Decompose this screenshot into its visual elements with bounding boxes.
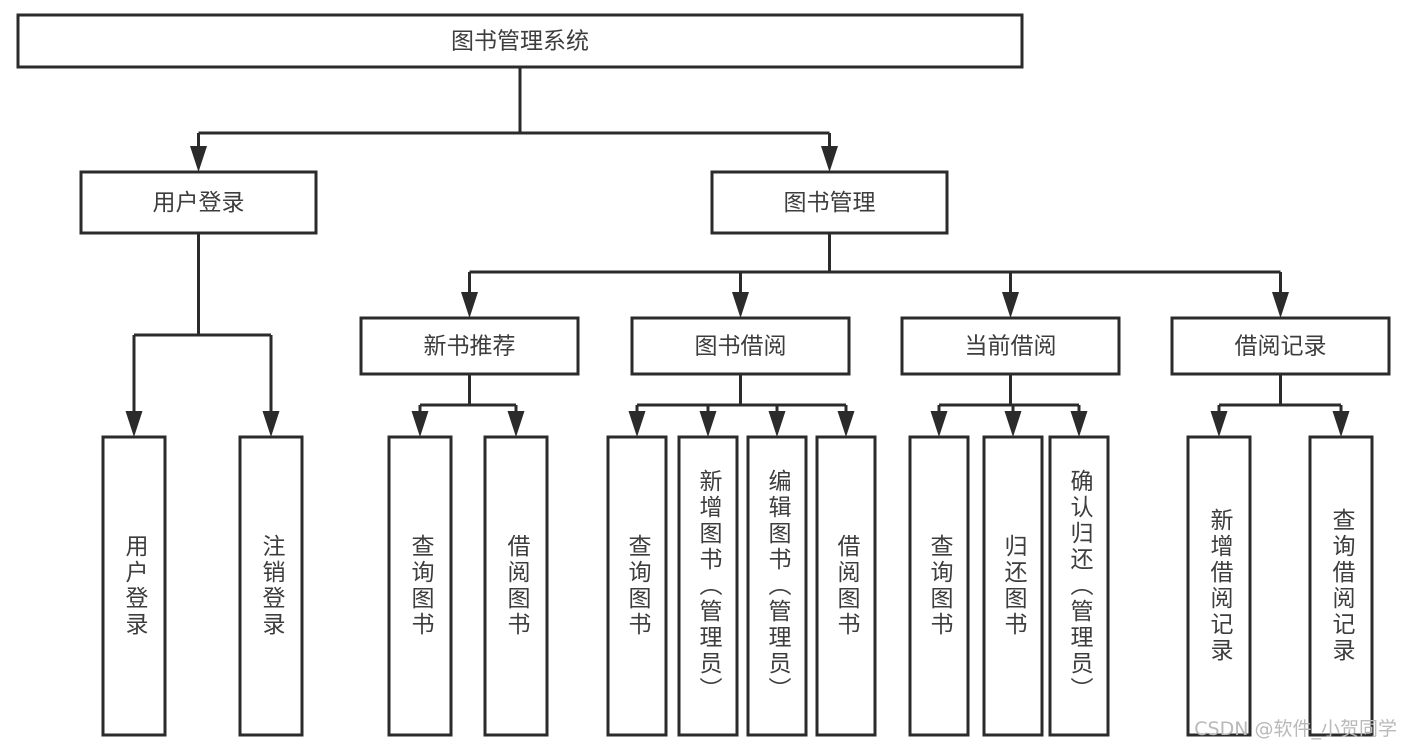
node-l-bor-1[interactable]: 查询图书 (606, 435, 668, 737)
node-label-l-rec-1: 新增借阅记录 (1206, 508, 1234, 664)
node-l-login-1[interactable]: 用户登录 (101, 435, 167, 737)
node-box-current (900, 316, 1121, 376)
node-label-l-bor-1: 查询图书 (624, 534, 652, 638)
arrow-head-newbook (461, 292, 478, 318)
arrow-head-l-new-2 (507, 411, 525, 437)
node-box-login (79, 170, 318, 235)
arrow-head-l-bor-3 (768, 411, 786, 437)
node-l-cur-2[interactable]: 归还图书 (982, 435, 1044, 737)
node-label-l-bor-3: 编辑图书（管理员） (764, 469, 792, 703)
arrow-head-current (1002, 292, 1019, 318)
node-l-new-1[interactable]: 查询图书 (387, 435, 453, 737)
node-label-l-bor-4: 借阅图书 (833, 534, 861, 638)
node-label-current: 当前借阅 (965, 334, 1057, 360)
arrow-head-bookmgmt (821, 146, 838, 172)
node-box-records (1170, 316, 1391, 376)
node-newbook[interactable]: 新书推荐 (359, 316, 580, 376)
node-label-records: 借阅记录 (1235, 334, 1327, 360)
node-box-newbook (359, 316, 580, 376)
node-box-l-bor-1 (606, 435, 668, 737)
node-bookmgmt[interactable]: 图书管理 (710, 170, 949, 235)
node-label-l-cur-3: 确认归还（管理员） (1066, 469, 1094, 703)
arrow-head-l-cur-1 (930, 411, 948, 437)
node-label-l-login-1: 用户登录 (121, 534, 149, 638)
arrow-head-l-bor-2 (699, 411, 717, 437)
node-box-l-bor-4 (815, 435, 877, 737)
node-box-root (16, 13, 1024, 69)
node-box-borrow (630, 316, 851, 376)
arrow-head-l-new-1 (411, 411, 429, 437)
arrow-head-l-cur-2 (1004, 411, 1022, 437)
node-label-l-new-1: 查询图书 (407, 534, 435, 638)
arrow-head-l-login-1 (125, 411, 143, 437)
node-box-l-cur-3 (1048, 435, 1110, 737)
node-label-l-rec-2: 查询借阅记录 (1328, 508, 1356, 664)
node-box-l-new-2 (483, 435, 549, 737)
node-root[interactable]: 图书管理系统 (16, 13, 1024, 69)
node-label-root: 图书管理系统 (451, 29, 589, 55)
node-l-cur-3[interactable]: 确认归还（管理员） (1048, 435, 1110, 737)
arrow-head-l-bor-4 (837, 411, 855, 437)
node-current[interactable]: 当前借阅 (900, 316, 1121, 376)
node-box-l-rec-2 (1308, 435, 1374, 737)
arrow-head-l-cur-3 (1070, 411, 1088, 437)
node-l-rec-2[interactable]: 查询借阅记录 (1308, 435, 1374, 737)
node-box-l-cur-2 (982, 435, 1044, 737)
node-l-bor-3[interactable]: 编辑图书（管理员） (746, 435, 808, 737)
arrow-head-l-login-2 (262, 411, 280, 437)
node-box-l-login-2 (238, 435, 304, 737)
node-l-bor-2[interactable]: 新增图书（管理员） (677, 435, 739, 737)
node-label-l-cur-2: 归还图书 (1000, 534, 1028, 638)
node-l-cur-1[interactable]: 查询图书 (908, 435, 970, 737)
node-label-l-login-2: 注销登录 (258, 534, 286, 638)
node-label-l-new-2: 借阅图书 (503, 534, 531, 638)
arrow-head-borrow (732, 292, 749, 318)
node-box-l-login-1 (101, 435, 167, 737)
node-box-l-bor-2 (677, 435, 739, 737)
node-box-l-rec-1 (1186, 435, 1252, 737)
node-l-login-2[interactable]: 注销登录 (238, 435, 304, 737)
node-label-l-bor-2: 新增图书（管理员） (695, 469, 723, 703)
arrow-head-records (1272, 292, 1289, 318)
node-box-bookmgmt (710, 170, 949, 235)
node-l-bor-4[interactable]: 借阅图书 (815, 435, 877, 737)
node-l-new-2[interactable]: 借阅图书 (483, 435, 549, 737)
node-records[interactable]: 借阅记录 (1170, 316, 1391, 376)
node-label-l-cur-1: 查询图书 (926, 534, 954, 638)
node-l-rec-1[interactable]: 新增借阅记录 (1186, 435, 1252, 737)
edges-layer (125, 67, 1350, 437)
arrow-head-l-rec-1 (1210, 411, 1228, 437)
arrow-head-l-bor-1 (628, 411, 646, 437)
node-box-l-cur-1 (908, 435, 970, 737)
node-label-login: 用户登录 (153, 190, 245, 216)
node-box-l-new-1 (387, 435, 453, 737)
node-login[interactable]: 用户登录 (79, 170, 318, 235)
node-borrow[interactable]: 图书借阅 (630, 316, 851, 376)
nodes-layer: 图书管理系统用户登录图书管理新书推荐图书借阅当前借阅借阅记录用户登录注销登录查询… (16, 13, 1391, 737)
node-label-newbook: 新书推荐 (424, 334, 516, 360)
arrow-head-l-rec-2 (1332, 411, 1350, 437)
node-label-bookmgmt: 图书管理 (784, 190, 876, 216)
arrow-head-login (190, 146, 207, 172)
node-box-l-bor-3 (746, 435, 808, 737)
node-label-borrow: 图书借阅 (695, 334, 787, 360)
